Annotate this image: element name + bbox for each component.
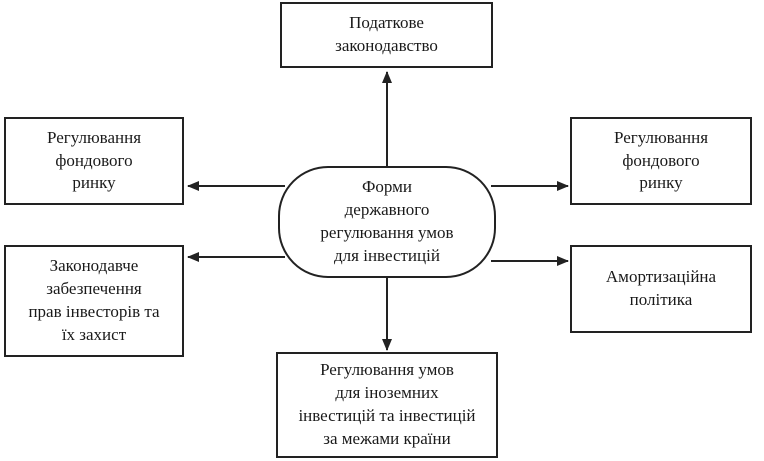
stock-market-left-line-3: ринку [72,173,116,193]
tax-legislation-line-1: Податкове [349,13,424,33]
center-line-1: Форми [361,177,412,197]
foreign-investment-regulation-box: Регулювання умов для іноземних інвестиці… [276,352,498,458]
stock-market-left-line-2: фондового [55,150,133,170]
foreign-investment-line-2: для іноземних [335,383,439,403]
depreciation-line-1: Амортизаційна [605,267,717,287]
investor-rights-line-3: прав інвесторів та [28,302,160,321]
foreign-investment-line-3: інвестицій та інвестицій [298,406,476,425]
center-line-3: регулювання умов [320,223,454,242]
depreciation-policy-box: Амортизаційна політика [570,245,752,333]
tax-legislation-box: Податкове законодавство [280,2,493,68]
center-line-4: для інвестицій [334,245,440,265]
investor-rights-line-2: забезпечення [46,279,142,299]
tax-legislation-line-2: законодавство [335,36,438,55]
foreign-investment-line-4: за межами країни [323,428,451,448]
stock-market-regulation-left-box: Регулювання фондового ринку [4,117,184,205]
center-line-2: державного [344,200,430,220]
stock-market-left-line-1: Регулювання [46,127,142,147]
investor-rights-line-1: Законодавче [49,256,139,276]
foreign-investment-line-1: Регулювання умов [320,360,454,380]
investor-rights-line-4: їх захист [61,324,127,344]
investor-rights-protection-box: Законодавче забезпечення прав інвесторів… [4,245,184,357]
depreciation-line-2: політика [629,290,693,309]
investment-regulation-forms-center: Форми державного регулювання умов для ін… [278,166,496,278]
stock-market-regulation-right-box: Регулювання фондового ринку [570,117,752,205]
stock-market-right-line-2: фондового [622,150,700,170]
stock-market-right-line-1: Регулювання [613,127,709,147]
stock-market-right-line-3: ринку [639,173,683,193]
